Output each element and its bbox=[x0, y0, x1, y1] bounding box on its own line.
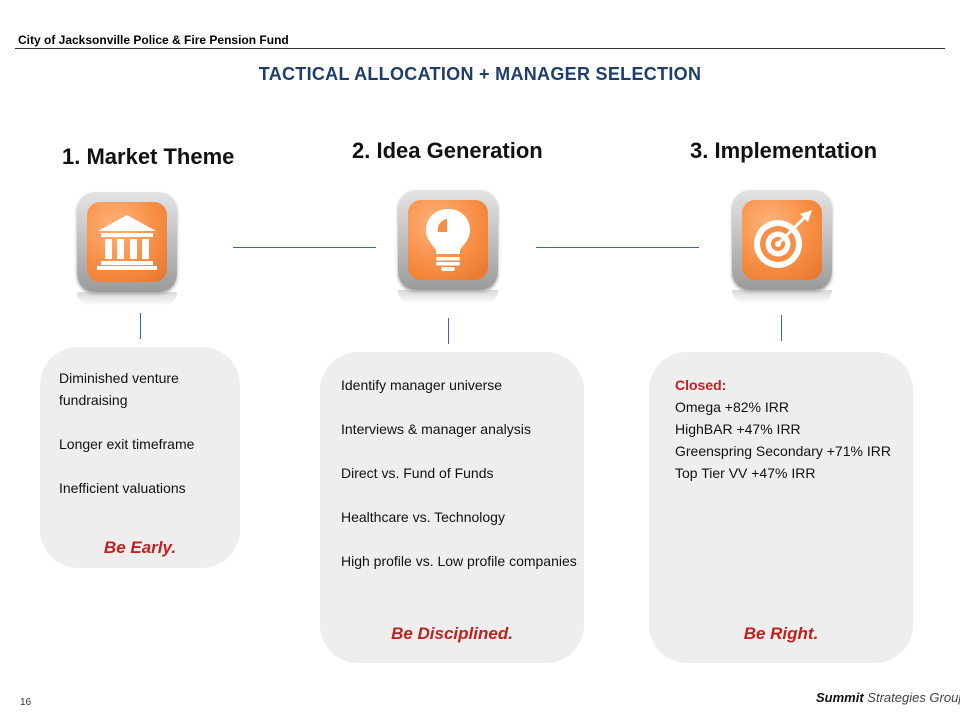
connector-market-idea bbox=[233, 247, 376, 248]
slogan-be-right: Be Right. bbox=[743, 624, 819, 643]
step-title-idea-generation: 2. Idea Generation bbox=[352, 138, 543, 163]
connector-idea-card bbox=[448, 318, 449, 344]
connector-idea-implementation bbox=[536, 247, 699, 248]
idea-item-1: Identify manager universe bbox=[341, 377, 503, 393]
step-title-market-theme: 1. Market Theme bbox=[62, 144, 235, 169]
connector-implementation-card bbox=[781, 315, 782, 341]
step-title-implementation: 3. Implementation bbox=[690, 138, 878, 163]
brand-name-bold: Summit bbox=[816, 690, 864, 705]
closed-item-4: Top Tier VV +47% IRR bbox=[675, 465, 816, 481]
page-title: TACTICAL ALLOCATION + MANAGER SELECTION bbox=[258, 64, 702, 84]
idea-item-3: Direct vs. Fund of Funds bbox=[341, 465, 494, 481]
idea-item-5: High profile vs. Low profile companies bbox=[341, 553, 577, 569]
idea-generation-tile bbox=[390, 184, 506, 306]
closed-heading: Closed: bbox=[675, 377, 727, 393]
connector-market-card bbox=[140, 313, 141, 339]
lightbulb-icon bbox=[426, 209, 470, 271]
closed-item-1: Omega +82% IRR bbox=[675, 399, 789, 415]
idea-generation-card: Identify manager universe Interviews & m… bbox=[320, 352, 584, 663]
idea-item-4: Healthcare vs. Technology bbox=[341, 509, 505, 525]
org-title: City of Jacksonville Police & Fire Pensi… bbox=[18, 33, 289, 47]
implementation-tile bbox=[724, 184, 840, 306]
market-item-1: Diminished venture fundraising bbox=[59, 370, 179, 408]
page-number: 16 bbox=[20, 697, 32, 708]
closed-item-2: HighBAR +47% IRR bbox=[675, 421, 801, 437]
bank-building-icon bbox=[97, 215, 157, 270]
market-item-2: Longer exit timeframe bbox=[59, 436, 195, 452]
header-divider bbox=[15, 48, 945, 49]
brand-logo: Summit Strategies Group bbox=[816, 690, 960, 705]
market-theme-card: Diminished venture fundraising Longer ex… bbox=[40, 347, 240, 568]
slogan-be-disciplined: Be Disciplined. bbox=[391, 624, 513, 643]
brand-name-rest: Strategies Group bbox=[863, 690, 960, 705]
implementation-card: Closed: Omega +82% IRR HighBAR +47% IRR … bbox=[649, 352, 913, 663]
slogan-be-early: Be Early. bbox=[103, 538, 177, 557]
market-item-3: Inefficient valuations bbox=[59, 480, 186, 496]
closed-item-3: Greenspring Secondary +71% IRR bbox=[675, 443, 891, 459]
target-arrow-icon bbox=[754, 210, 812, 268]
market-theme-tile bbox=[69, 186, 185, 308]
idea-item-2: Interviews & manager analysis bbox=[341, 421, 531, 437]
